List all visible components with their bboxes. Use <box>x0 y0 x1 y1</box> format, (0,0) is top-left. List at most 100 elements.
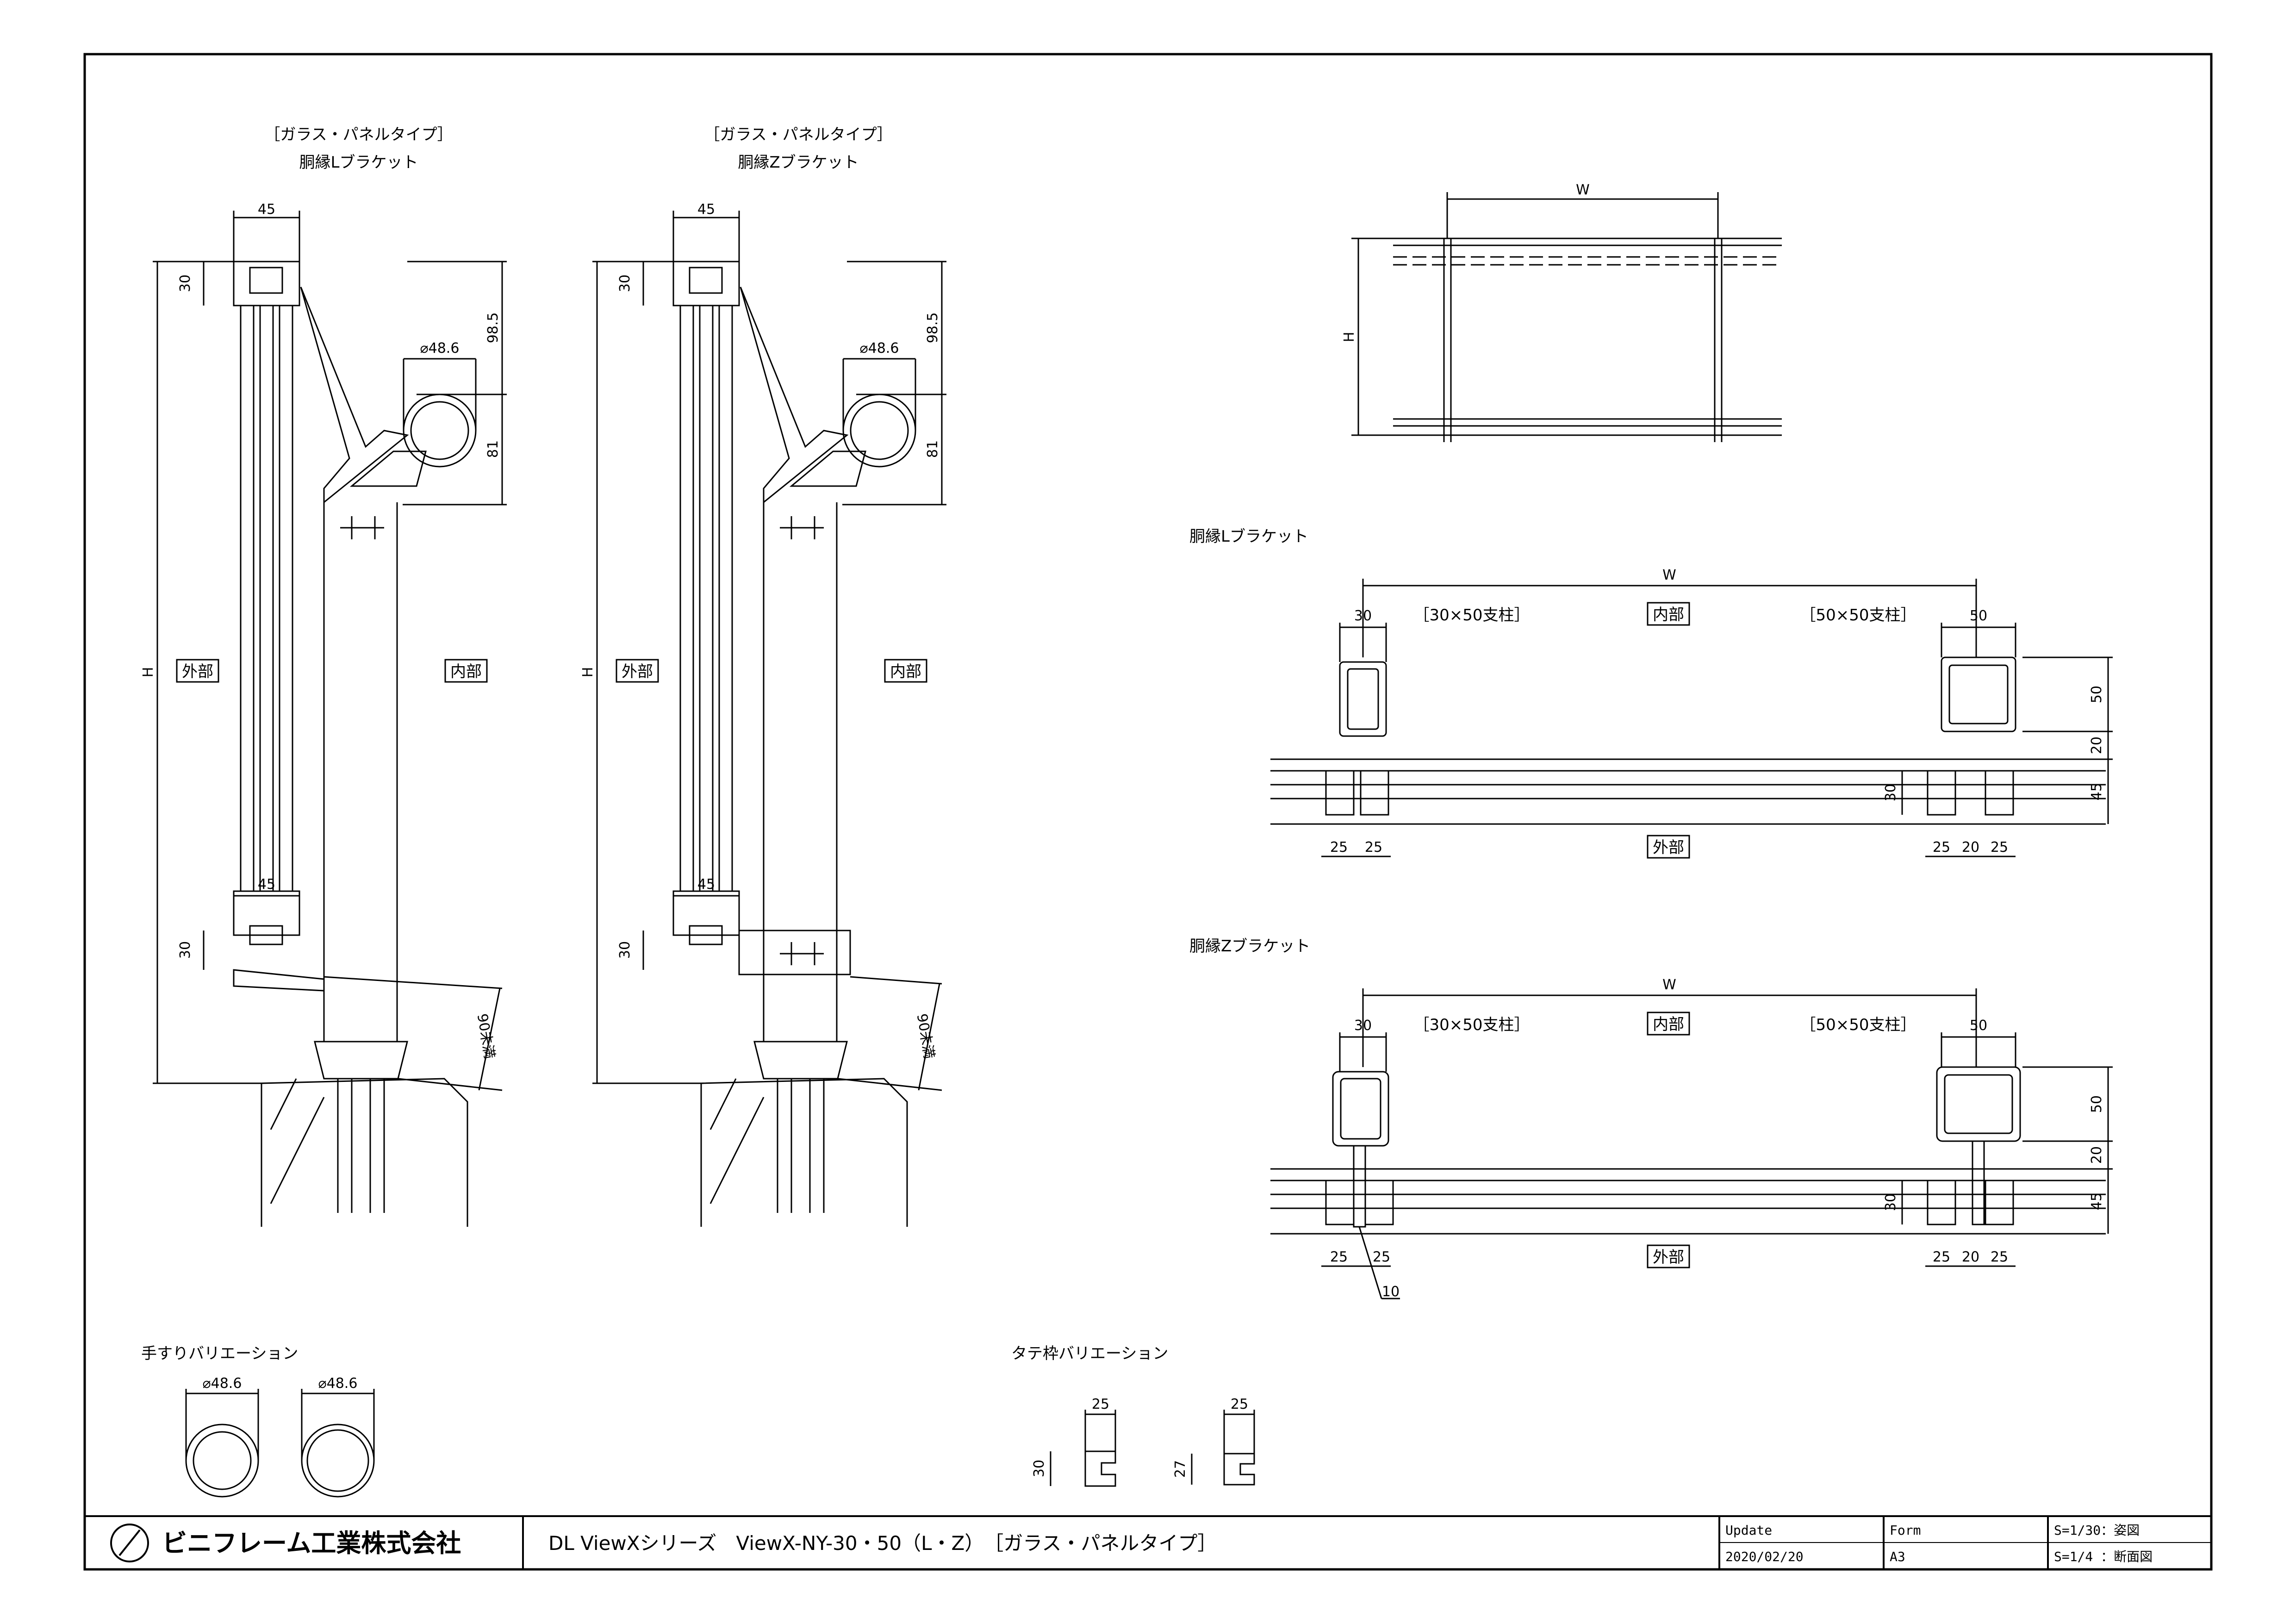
plan-z-width: W <box>1662 977 1676 993</box>
section-z-top-frame <box>672 261 740 306</box>
plan-z-bottom-right-1: 25 <box>1933 1249 1950 1265</box>
frame-variation-a <box>1084 1450 1116 1487</box>
section-z-dim-lower-rise: 81 <box>925 440 941 458</box>
plan-l-outside: 外部 <box>1653 838 1684 857</box>
plan-l-bottom-right-2: 20 <box>1962 839 1979 856</box>
frame-variation-title: タテ枠バリエーション <box>1011 1344 1168 1363</box>
section-l-dim-bottom-width: 45 <box>258 876 275 893</box>
form-label: Form <box>1890 1523 1921 1538</box>
plan-l-inside: 内部 <box>1653 606 1684 624</box>
section-l-dim-height: H <box>140 667 156 678</box>
plan-l-small-post <box>1339 661 1387 737</box>
section-l-bottom-frame <box>233 890 300 936</box>
plan-l-small-post-dim: 30 <box>1354 608 1372 624</box>
frame-variation-b-width: 25 <box>1231 1396 1248 1412</box>
elevation-height-label: H <box>1341 332 1357 343</box>
plan-l-small-post-label: ［30×50支柱］ <box>1413 606 1530 625</box>
frame-variation: タテ枠バリエーション 25 30 25 27 <box>1011 1344 1255 1487</box>
section-l-outside-label: 外部 <box>182 662 213 681</box>
plan-l-right-dim-1: 50 <box>2089 686 2105 703</box>
section-z-type-label: ［ガラス・パネルタイプ］ <box>704 125 892 144</box>
elevation-view: W H <box>1341 182 1782 442</box>
section-l-top-frame <box>233 261 300 306</box>
plan-z-right-dim-2: 20 <box>2089 1146 2105 1164</box>
plan-z-large-post <box>1936 1066 2021 1142</box>
plan-l-large-post <box>1941 656 2016 732</box>
update-value: 2020/02/20 <box>1725 1549 1804 1564</box>
section-z-dim-upper-rise: 98.5 <box>925 312 941 344</box>
section-z-dim-embed: 90未満 <box>914 1012 938 1060</box>
plan-l-large-post-dim: 50 <box>1970 608 1987 624</box>
section-z-title: 胴縁Zブラケット <box>738 153 859 172</box>
plan-z-bracket: 胴縁Zブラケット W 30 ［30×50支柱］ 50 ［50×50支柱］ 内部 … <box>1189 937 2113 1300</box>
drawing-title: DL ViewXシリーズ ViewX-NY-30・50（L・Z） ［ガラス・パネ… <box>548 1532 1217 1555</box>
section-l-title: 胴縁Lブラケット <box>299 153 418 172</box>
section-z-dim-bottom-height: 30 <box>617 941 633 959</box>
section-l-dim-top-height: 30 <box>177 275 193 292</box>
company-name: ビニフレーム工業株式会社 <box>162 1529 461 1558</box>
section-l-bracket: ［ガラス・パネルタイプ］ 胴縁Lブラケット <box>140 125 507 1227</box>
plan-l-title: 胴縁Lブラケット <box>1189 527 1308 546</box>
section-z-dim-bottom-width: 45 <box>697 876 715 893</box>
handrail-variation-b <box>301 1424 375 1498</box>
section-l-dim-upper-rise: 98.5 <box>485 312 501 344</box>
plan-z-title: 胴縁Zブラケット <box>1189 937 1310 956</box>
plan-l-frame-height: 30 <box>1883 784 1899 801</box>
section-z-dim-top-height: 30 <box>617 275 633 292</box>
plan-z-bottom-right-2: 20 <box>1962 1249 1979 1265</box>
plan-z-bottom-right-3: 25 <box>1991 1249 2008 1265</box>
section-z-dim-height: H <box>580 667 596 678</box>
section-z-bottom-frame <box>672 890 740 936</box>
frame-variation-b-height: 27 <box>1172 1460 1188 1478</box>
section-l-dim-lower-rise: 81 <box>485 440 501 458</box>
plan-z-bottom-left-1: 25 <box>1330 1249 1348 1265</box>
section-z-inside-label: 内部 <box>890 662 921 681</box>
update-label: Update <box>1725 1523 1772 1538</box>
section-l-type-label: ［ガラス・パネルタイプ］ <box>264 125 453 144</box>
section-l-handrail <box>403 394 477 468</box>
frame-variation-a-height: 30 <box>1031 1460 1047 1477</box>
plan-z-inside: 内部 <box>1653 1015 1684 1034</box>
handrail-variation-a <box>185 1424 259 1498</box>
plan-l-bottom-right-1: 25 <box>1933 839 1950 856</box>
plan-z-small-post-dim: 30 <box>1354 1018 1372 1034</box>
section-z-dim-top-width: 45 <box>697 201 715 218</box>
frame-variation-b <box>1223 1453 1255 1486</box>
plan-l-large-post-label: ［50×50支柱］ <box>1800 606 1916 625</box>
plan-l-right-dim-3: 45 <box>2089 783 2105 800</box>
section-z-handrail <box>842 394 916 468</box>
plan-l-bottom-left-1: 25 <box>1330 839 1348 856</box>
section-l-dim-rail-dia: ⌀48.6 <box>420 340 460 356</box>
plan-z-small-post-label: ［30×50支柱］ <box>1413 1016 1530 1034</box>
plan-z-large-post-label: ［50×50支柱］ <box>1800 1016 1916 1034</box>
scale-section: S=1/4 ：断面図 <box>2054 1549 2153 1564</box>
plan-l-bottom-left-2: 25 <box>1365 839 1382 856</box>
section-z-bracket: ［ガラス・パネルタイプ］ 胴縁Zブラケット <box>580 125 946 1227</box>
plan-z-outside: 外部 <box>1653 1248 1684 1267</box>
elevation-width-label: W <box>1576 182 1590 198</box>
handrail-variation: 手すりバリエーション ⌀48.6 ⌀48.6 <box>141 1344 375 1498</box>
plan-z-leader: 10 <box>1382 1284 1400 1300</box>
scale-elevation: S=1/30：姿図 <box>2054 1523 2140 1538</box>
handrail-variation-b-dia: ⌀48.6 <box>318 1375 358 1392</box>
frame-variation-a-width: 25 <box>1092 1396 1109 1412</box>
section-z-outside-label: 外部 <box>622 662 653 681</box>
plan-z-right-dim-3: 45 <box>2089 1193 2105 1210</box>
plan-l-width: W <box>1662 567 1676 583</box>
company-logo-icon <box>110 1524 149 1562</box>
plan-z-right-dim-1: 50 <box>2089 1095 2105 1113</box>
form-value: A3 <box>1890 1549 1905 1564</box>
handrail-variation-title: 手すりバリエーション <box>141 1344 298 1363</box>
section-l-dim-bottom-height: 30 <box>177 941 193 959</box>
plan-l-right-dim-2: 20 <box>2089 737 2105 754</box>
plan-z-bottom-left-2: 25 <box>1373 1249 1390 1265</box>
plan-z-frame-height: 30 <box>1883 1193 1899 1211</box>
plan-l-bottom-right-3: 25 <box>1991 839 2008 856</box>
handrail-variation-a-dia: ⌀48.6 <box>203 1375 242 1392</box>
section-l-dim-top-width: 45 <box>258 201 275 218</box>
section-z-dim-rail-dia: ⌀48.6 <box>860 340 899 356</box>
section-l-inside-label: 内部 <box>450 662 482 681</box>
title-block: ビニフレーム工業株式会社 DL ViewXシリーズ ViewX-NY-30・50… <box>85 1515 2211 1569</box>
plan-l-bracket: 胴縁Lブラケット W 30 ［30×50支柱］ 50 ［50×50支柱］ 内部 <box>1189 527 2113 859</box>
